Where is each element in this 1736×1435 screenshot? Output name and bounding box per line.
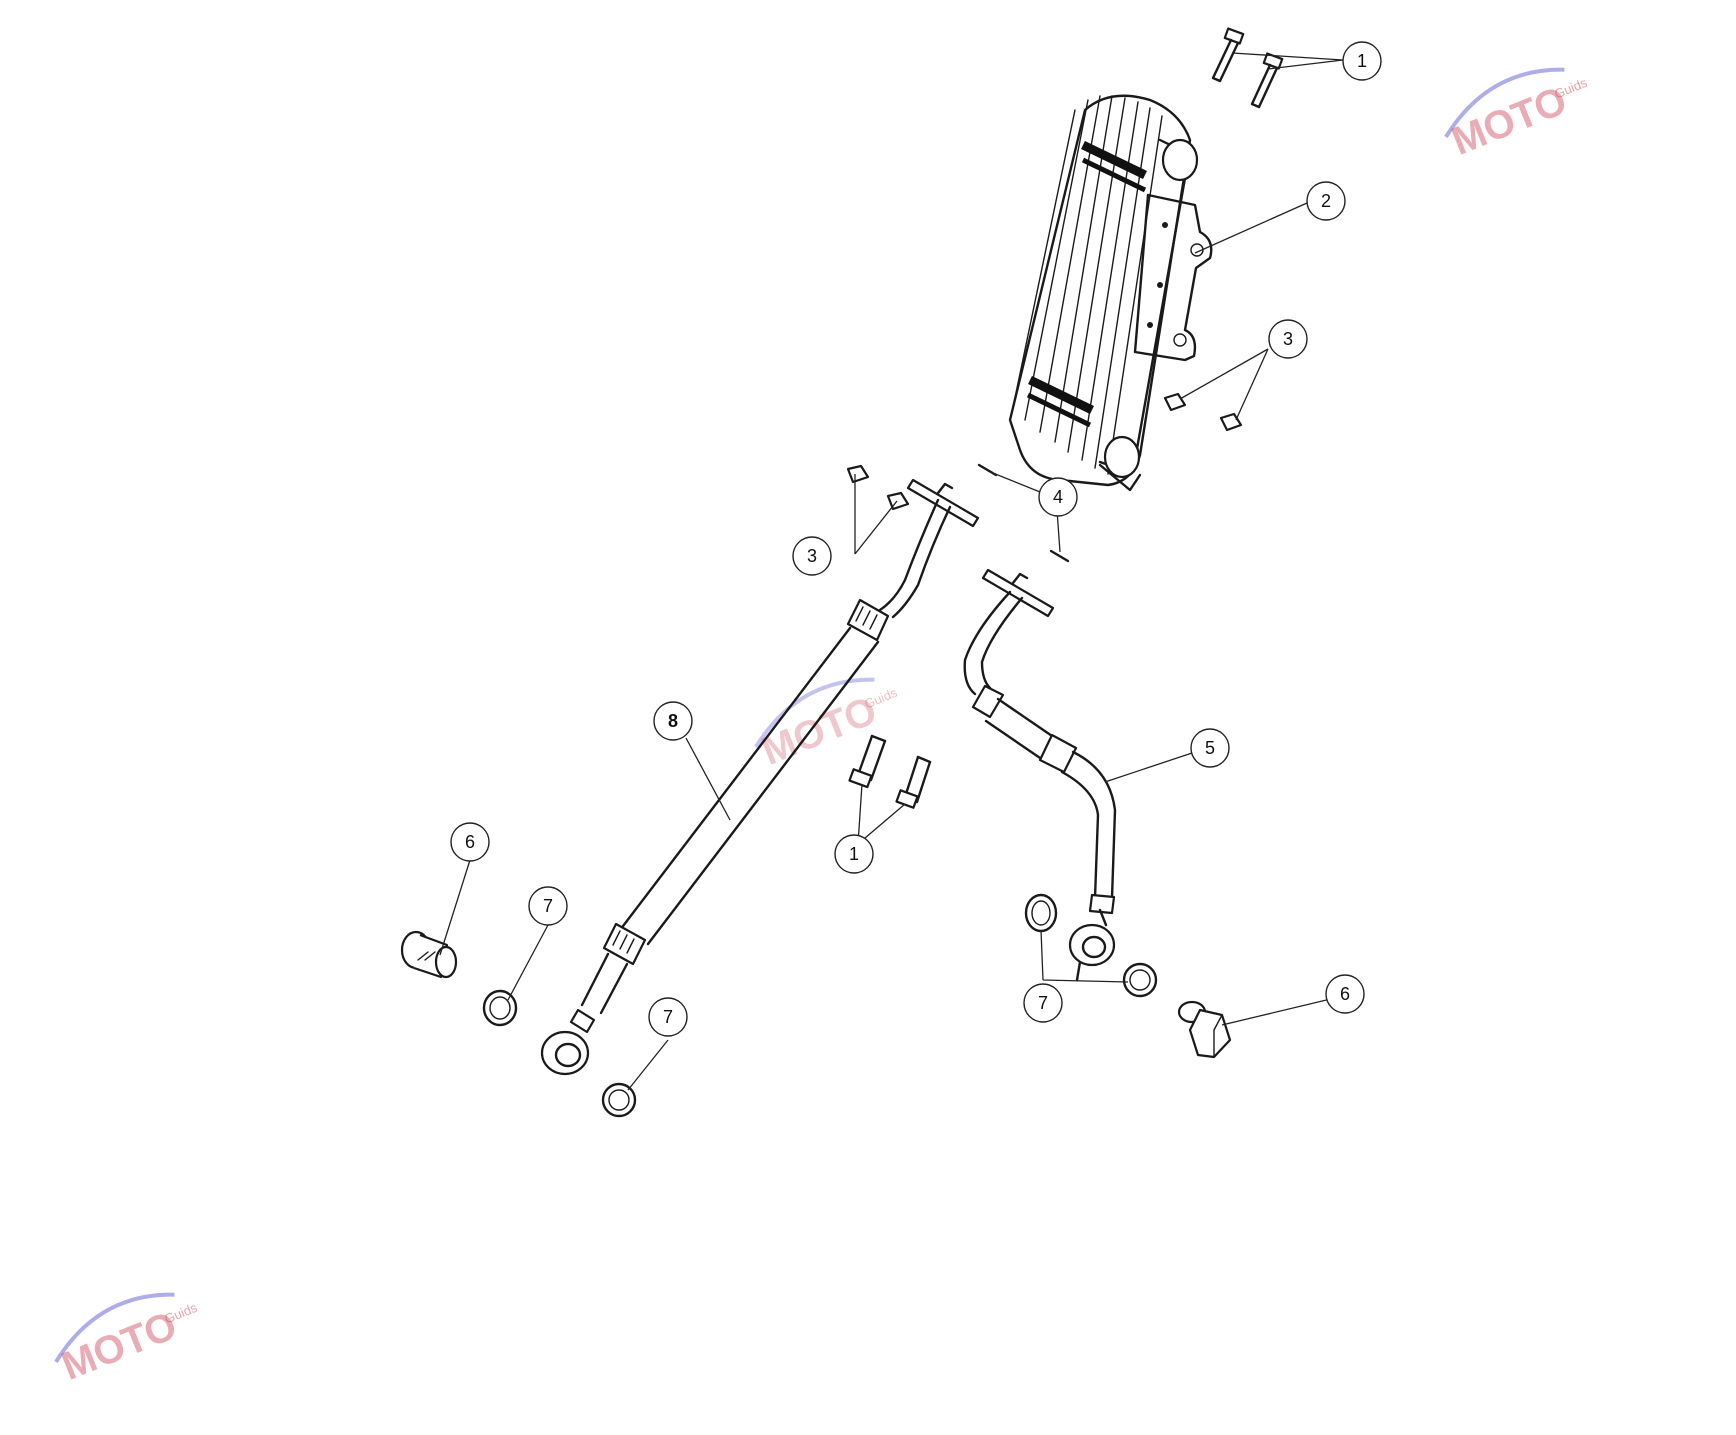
callout-1-mid: 1 bbox=[834, 834, 874, 874]
nut-part-3-left-b bbox=[886, 491, 910, 511]
svg-text:7: 7 bbox=[1038, 993, 1048, 1013]
svg-text:4: 4 bbox=[1053, 487, 1063, 507]
bolt-part-1-mid-a bbox=[848, 734, 887, 789]
nut-part-3-right-a bbox=[1163, 392, 1187, 412]
svg-text:Guids: Guids bbox=[862, 685, 900, 712]
callout-6-left: 6 bbox=[450, 822, 490, 862]
callout-2: 2 bbox=[1306, 181, 1346, 221]
callout-7-b: 7 bbox=[648, 997, 688, 1037]
leader-lines bbox=[439, 52, 1344, 1091]
banjo-bolt-part-6-left bbox=[400, 930, 458, 979]
svg-text:7: 7 bbox=[663, 1007, 673, 1027]
svg-text:2: 2 bbox=[1321, 191, 1331, 211]
svg-text:3: 3 bbox=[807, 546, 817, 566]
svg-text:1: 1 bbox=[1357, 51, 1367, 71]
nut-part-3-left-a bbox=[846, 464, 870, 484]
watermark-bottom-left: MOTO Guids bbox=[54, 1292, 200, 1389]
svg-text:6: 6 bbox=[1340, 984, 1350, 1004]
svg-text:6: 6 bbox=[465, 832, 475, 852]
nut-part-3-right-b bbox=[1219, 412, 1243, 432]
oil-cooler-part-2 bbox=[1008, 94, 1213, 492]
bolt-part-1-top-a bbox=[1211, 27, 1245, 83]
callout-4: 4 bbox=[1038, 477, 1078, 517]
svg-text:7: 7 bbox=[543, 896, 553, 916]
svg-text:1: 1 bbox=[849, 844, 859, 864]
washer-part-7-c bbox=[1024, 893, 1058, 933]
svg-text:5: 5 bbox=[1205, 738, 1215, 758]
callout-8: 8 bbox=[653, 701, 693, 741]
oil-hose-part-8 bbox=[540, 478, 980, 1076]
oil-hose-part-5 bbox=[963, 568, 1117, 982]
banjo-bolt-part-6-right bbox=[1177, 1000, 1232, 1059]
bolt-part-1-mid-b bbox=[895, 755, 932, 809]
callout-5: 5 bbox=[1190, 728, 1230, 768]
washer-part-7-b bbox=[601, 1082, 637, 1118]
svg-text:Guids: Guids bbox=[1552, 75, 1590, 102]
watermark-top-right: MOTO Guids bbox=[1444, 67, 1590, 164]
callout-3-right: 3 bbox=[1268, 319, 1308, 359]
watermark-center: MOTO Guids bbox=[754, 677, 900, 774]
svg-text:8: 8 bbox=[668, 711, 678, 731]
washer-part-7-a bbox=[482, 989, 518, 1027]
callout-6-right: 6 bbox=[1325, 974, 1365, 1014]
washer-part-7-d bbox=[1122, 962, 1158, 998]
callout-1-top: 1 bbox=[1342, 41, 1382, 81]
callout-7-a: 7 bbox=[528, 886, 568, 926]
bolt-part-1-top-b bbox=[1250, 52, 1284, 109]
callout-7-c: 7 bbox=[1023, 983, 1063, 1023]
svg-text:3: 3 bbox=[1283, 329, 1293, 349]
callout-3-left: 3 bbox=[792, 536, 832, 576]
svg-text:Guids: Guids bbox=[162, 1300, 200, 1327]
pin-part-4-b bbox=[1049, 549, 1070, 563]
